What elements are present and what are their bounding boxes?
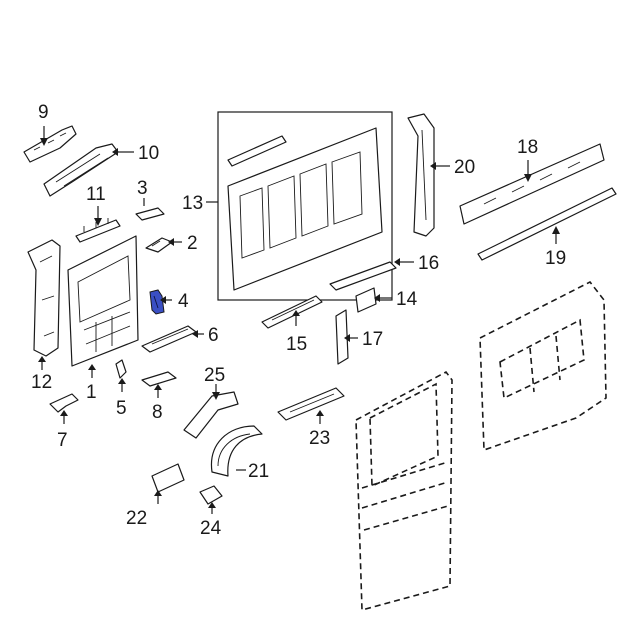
callout-label-21: 21: [248, 461, 269, 482]
part-7[interactable]: [49, 393, 79, 413]
callout-label-24: 24: [200, 518, 222, 539]
callout-15: 15: [286, 310, 307, 355]
part-15[interactable]: [261, 295, 323, 329]
callout-label-3: 3: [137, 178, 148, 199]
callout-label-18: 18: [517, 137, 538, 158]
callout-5: 5: [116, 378, 127, 419]
callout-18: 18: [517, 137, 538, 182]
callout-label-4: 4: [178, 291, 189, 312]
part-11[interactable]: [75, 218, 121, 243]
part-1[interactable]: [67, 235, 139, 367]
part-12[interactable]: [27, 239, 61, 357]
callout-label-6: 6: [208, 325, 219, 346]
callout-9: 9: [38, 102, 49, 146]
callout-12: 12: [31, 356, 52, 393]
callout-1: 1: [86, 364, 97, 403]
part-17[interactable]: [335, 309, 349, 365]
callout-label-13: 13: [182, 193, 203, 214]
callout-17: 17: [344, 329, 383, 350]
callout-3: 3: [137, 178, 148, 206]
callout-label-25: 25: [204, 365, 225, 386]
callout-14: 14: [374, 289, 418, 310]
callout-label-12: 12: [31, 372, 52, 393]
callout-label-10: 10: [138, 143, 159, 164]
part-16[interactable]: [329, 261, 397, 291]
callout-label-16: 16: [418, 253, 439, 274]
part-18[interactable]: [459, 143, 605, 225]
callout-13: 13: [182, 193, 218, 214]
part-8[interactable]: [141, 371, 177, 387]
part-4[interactable]: [149, 289, 165, 315]
callout-label-7: 7: [57, 430, 68, 451]
callout-25: 25: [204, 365, 225, 400]
callout-7: 7: [57, 410, 68, 451]
part-19[interactable]: [477, 187, 617, 261]
callout-label-14: 14: [396, 289, 418, 310]
part-3[interactable]: [135, 207, 165, 221]
part-6[interactable]: [141, 325, 197, 353]
callout-10: 10: [112, 143, 159, 164]
part-10[interactable]: [43, 143, 119, 197]
callout-11: 11: [86, 184, 106, 226]
part-2[interactable]: [145, 237, 173, 253]
callout-19: 19: [545, 226, 566, 269]
callout-label-11: 11: [86, 184, 106, 205]
callout-label-1: 1: [86, 382, 97, 403]
callout-label-23: 23: [309, 428, 330, 449]
callout-8: 8: [152, 384, 163, 423]
callout-16: 16: [394, 253, 439, 274]
part-14[interactable]: [355, 287, 377, 313]
part-23[interactable]: [277, 387, 345, 421]
part-5[interactable]: [115, 359, 127, 379]
part-21[interactable]: [210, 425, 263, 477]
callout-2: 2: [168, 233, 198, 254]
callout-label-2: 2: [187, 233, 198, 254]
callout-22: 22: [126, 490, 162, 529]
callout-4: 4: [160, 291, 189, 312]
callout-label-8: 8: [152, 402, 163, 423]
callout-24: 24: [200, 502, 222, 539]
part-13[interactable]: [217, 111, 393, 301]
callout-label-15: 15: [286, 334, 307, 355]
callout-20: 20: [430, 157, 475, 178]
callout-label-20: 20: [454, 157, 475, 178]
part-13-box: [217, 111, 393, 301]
part-25[interactable]: [183, 391, 239, 439]
van-body-outline: [355, 280, 607, 612]
callout-6: 6: [192, 325, 219, 346]
part-22[interactable]: [151, 463, 185, 493]
callout-label-17: 17: [362, 329, 383, 350]
part-24[interactable]: [199, 485, 223, 505]
callout-label-5: 5: [116, 398, 127, 419]
callout-23: 23: [309, 410, 330, 449]
callout-label-22: 22: [126, 508, 147, 529]
callout-label-9: 9: [38, 102, 49, 123]
part-9[interactable]: [23, 125, 77, 163]
callout-label-19: 19: [545, 248, 566, 269]
part-20[interactable]: [407, 113, 435, 237]
callout-21: 21: [236, 461, 269, 482]
